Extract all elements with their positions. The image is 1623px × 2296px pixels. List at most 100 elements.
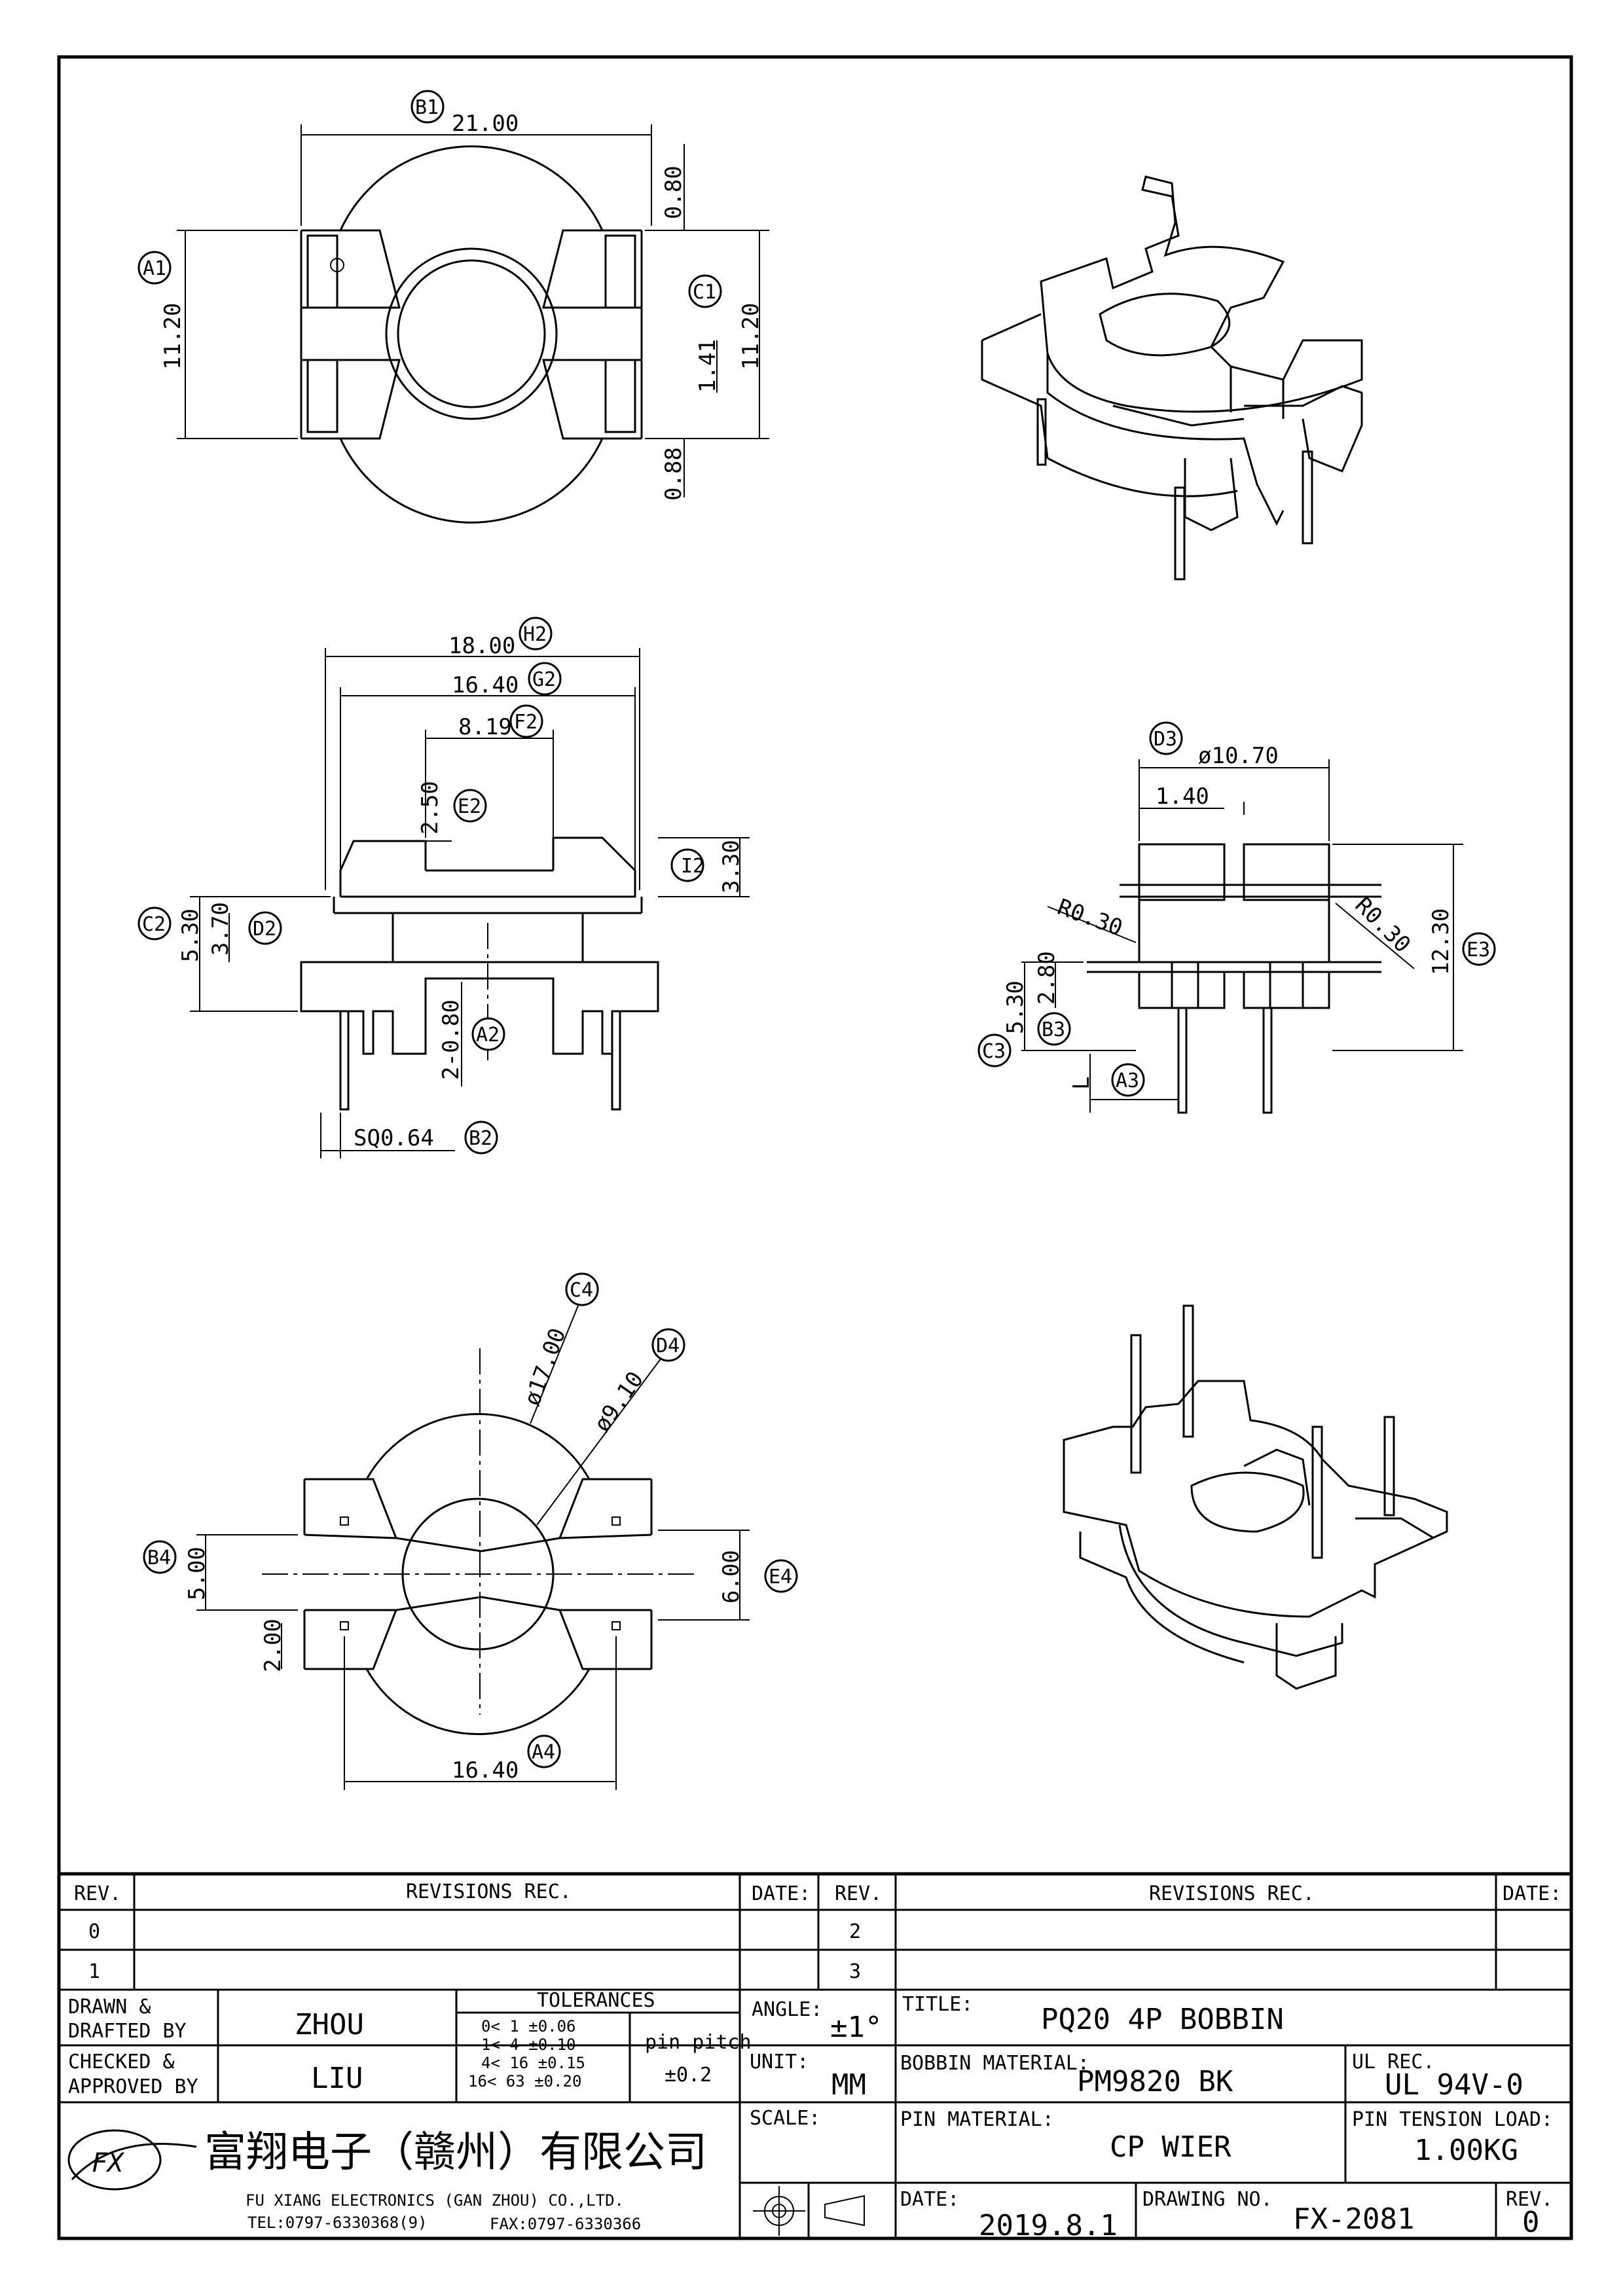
top-dim-bottom-gap: 0.88 <box>661 447 687 501</box>
rev-value: 0 <box>1522 2206 1540 2239</box>
front-dim-f2: 8.19 <box>458 714 512 740</box>
company-fax: FAX:0797-6330366 <box>490 2215 641 2233</box>
tolerances-label: TOLERANCES <box>537 1989 655 2012</box>
pin-pitch-label: pin pitch <box>645 2031 752 2054</box>
drawn-value: ZHOU <box>295 2008 364 2041</box>
balloon-e4: E4 <box>769 1566 792 1588</box>
balloon-c1: C1 <box>693 281 716 304</box>
side-dim-r-right: R0.30 <box>1350 892 1416 958</box>
drawn-label-2: DRAFTED BY <box>68 2020 187 2043</box>
balloon-d2: D2 <box>253 918 276 941</box>
date-value: 2019.8.1 <box>979 2209 1118 2242</box>
rev-right-3: 3 <box>849 1960 861 1983</box>
date-label: DATE: <box>900 2188 959 2211</box>
bottom-dim-b4: 5.00 <box>184 1547 210 1600</box>
bottom-dim-c4: ø17.00 <box>519 1325 572 1409</box>
rec-header-left: REVISIONS REC. <box>406 1880 572 1903</box>
front-dim-b2: SQ0.64 <box>354 1125 434 1151</box>
pin-material-label: PIN MATERIAL: <box>900 2108 1054 2131</box>
balloon-g2: G2 <box>532 668 556 691</box>
rev-header-left: REV. <box>74 1882 121 1905</box>
ul-value: UL 94V-0 <box>1385 2068 1523 2102</box>
title-label: TITLE: <box>902 1993 973 2016</box>
rev-label: REV. <box>1506 2188 1553 2211</box>
logo-text: FX <box>92 2148 125 2178</box>
top-dim-width: 21.00 <box>452 111 519 137</box>
balloon-a4: A4 <box>532 1741 555 1764</box>
bottom-dim-a4: 16.40 <box>452 1757 519 1784</box>
rev-left-0: 0 <box>88 1920 100 1943</box>
top-dim-top-gap: 0.80 <box>661 166 687 219</box>
balloon-i2: I2 <box>681 855 704 878</box>
balloon-c3: C3 <box>982 1040 1006 1063</box>
checked-label-1: CHECKED & <box>68 2051 175 2073</box>
side-dim-slot: 1.40 <box>1156 783 1209 810</box>
company-logo: FX <box>67 2129 197 2191</box>
checked-label-2: APPROVED BY <box>68 2075 198 2098</box>
front-dim-d2: 3.70 <box>208 902 234 956</box>
tolerance-row-2: 4< 16 ±0.15 <box>481 2054 585 2072</box>
top-view: 21.00 11.20 11.20 0.80 1.41 0.88 B1 A1 C… <box>137 90 769 524</box>
pin-tension-value: 1.00KG <box>1414 2134 1518 2167</box>
top-dim-height-left: 11.20 <box>160 303 186 370</box>
balloon-b1: B1 <box>415 96 439 119</box>
drawing-no-label: DRAWING NO. <box>1142 2188 1273 2211</box>
front-view: 18.00 16.40 8.19 2.50 3.30 5.30 3.70 2-0… <box>137 617 750 1158</box>
balloon-d4: D4 <box>656 1335 680 1357</box>
balloon-a3: A3 <box>1116 1069 1139 1092</box>
side-dim-d3: ø10.70 <box>1198 743 1279 769</box>
balloon-d3: D3 <box>1154 728 1177 751</box>
bottom-view: ø17.00 ø9.10 5.00 6.00 2.00 16.40 C4 D4 … <box>143 1272 798 1790</box>
ul-label: UL REC. <box>1352 2051 1434 2073</box>
front-dim-e2: 2.50 <box>417 781 443 834</box>
bobbin-material-label: BOBBIN MATERIAL: <box>900 2052 1089 2075</box>
pin-tension-label: PIN TENSION LOAD: <box>1352 2108 1553 2131</box>
top-dim-height-right: 11.20 <box>738 303 764 370</box>
front-dim-a2: 2-0.80 <box>438 999 464 1080</box>
balloon-h2: H2 <box>523 623 547 646</box>
company-name-cn: 富翔电子（赣州）有限公司 <box>204 2128 707 2177</box>
balloon-b3: B3 <box>1042 1018 1065 1041</box>
rev-header-right: REV. <box>835 1882 882 1905</box>
front-dim-c2: 5.30 <box>177 908 204 962</box>
unit-label: UNIT: <box>750 2051 809 2073</box>
balloon-a1: A1 <box>143 257 166 280</box>
side-dim-c3: 5.30 <box>1002 980 1029 1034</box>
bottom-dim-d4: ø9.10 <box>589 1367 649 1437</box>
rev-left-1: 1 <box>88 1960 100 1983</box>
sheet-border <box>57 55 1573 2240</box>
side-dim-a3: L <box>1068 1077 1095 1090</box>
unit-value: MM <box>831 2068 866 2102</box>
balloon-e3: E3 <box>1467 939 1490 961</box>
drawn-label-1: DRAWN & <box>68 1996 151 2018</box>
balloon-c2: C2 <box>142 913 166 936</box>
drawing-no-value: FX-2081 <box>1293 2202 1414 2236</box>
front-dim-i2: 3.30 <box>718 840 744 893</box>
title-value: PQ20 4P BOBBIN <box>1041 2003 1284 2036</box>
date-header-right: DATE: <box>1503 1882 1561 1905</box>
checked-value: LIU <box>311 2062 363 2095</box>
tolerance-row-3: 16< 63 ±0.20 <box>468 2072 581 2090</box>
front-dim-g2: 16.40 <box>452 672 519 698</box>
side-view: ø10.70 1.40 R0.30 R0.30 12.30 5.30 2.80 … <box>977 721 1496 1114</box>
balloon-b2: B2 <box>469 1127 492 1150</box>
iso-view-bottom <box>1063 1304 1448 1690</box>
bobbin-material-value: PM9820 BK <box>1077 2065 1233 2098</box>
rev-right-2: 2 <box>849 1920 861 1943</box>
title-block: REV. REVISIONS REC. DATE: REV. REVISIONS… <box>57 1872 1573 2242</box>
balloon-f2: F2 <box>514 711 538 734</box>
top-dim-slot: 1.41 <box>695 339 721 393</box>
company-tel: TEL:0797-6330368(9) <box>247 2214 428 2232</box>
angle-value: ±1° <box>830 2011 882 2044</box>
pin-material-value: CP WIER <box>1110 2130 1231 2164</box>
balloon-c4: C4 <box>570 1279 593 1302</box>
side-dim-e3: 12.30 <box>1428 908 1454 975</box>
iso-view-top <box>981 175 1363 581</box>
bottom-dim-pin: 2.00 <box>260 1619 286 1672</box>
bottom-dim-e4: 6.00 <box>718 1550 744 1604</box>
front-dim-h2: 18.00 <box>448 633 515 659</box>
company-name-en: FU XIANG ELECTRONICS (GAN ZHOU) CO.,LTD. <box>246 2191 624 2210</box>
angle-label: ANGLE: <box>752 1998 822 2021</box>
pin-pitch-value: ±0.2 <box>665 2064 712 2087</box>
